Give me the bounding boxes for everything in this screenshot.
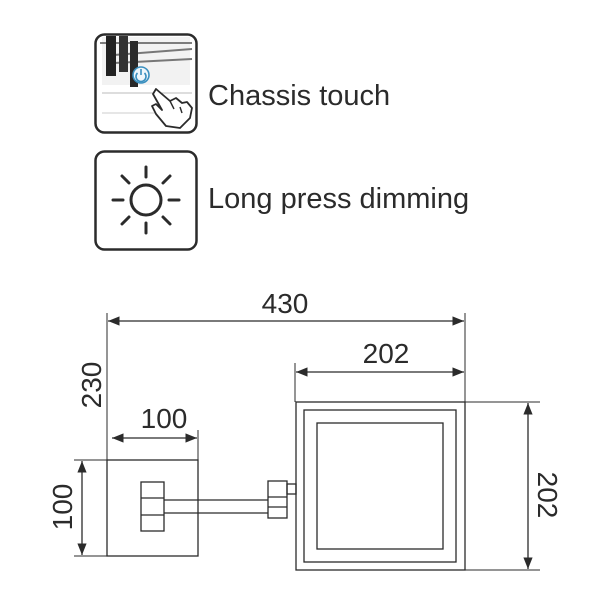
dim-label-base-width: 100 — [141, 403, 188, 434]
feature-label-long-press-dimming: Long press dimming — [208, 183, 470, 215]
hand-touch-icon — [100, 36, 193, 129]
mirror-glass — [316, 422, 444, 550]
mirror-inner-frame — [303, 409, 457, 563]
base-joint — [140, 481, 165, 532]
dimming-icon-box — [94, 150, 198, 251]
dim-label-mirror-width: 202 — [363, 338, 410, 369]
dim-label-mirror-height: 202 — [532, 472, 563, 519]
mirror-frame — [295, 401, 466, 571]
mirror-joint — [267, 480, 288, 519]
dim-label-overall-height: 230 — [76, 362, 107, 409]
wall-base-plate — [106, 459, 199, 557]
feature-label-chassis-touch: Chassis touch — [208, 80, 391, 112]
dim-label-base-height: 100 — [47, 484, 78, 531]
dim-label-overall-width: 430 — [262, 288, 309, 319]
sun-icon — [111, 165, 181, 235]
chassis-touch-icon-box — [94, 33, 198, 134]
